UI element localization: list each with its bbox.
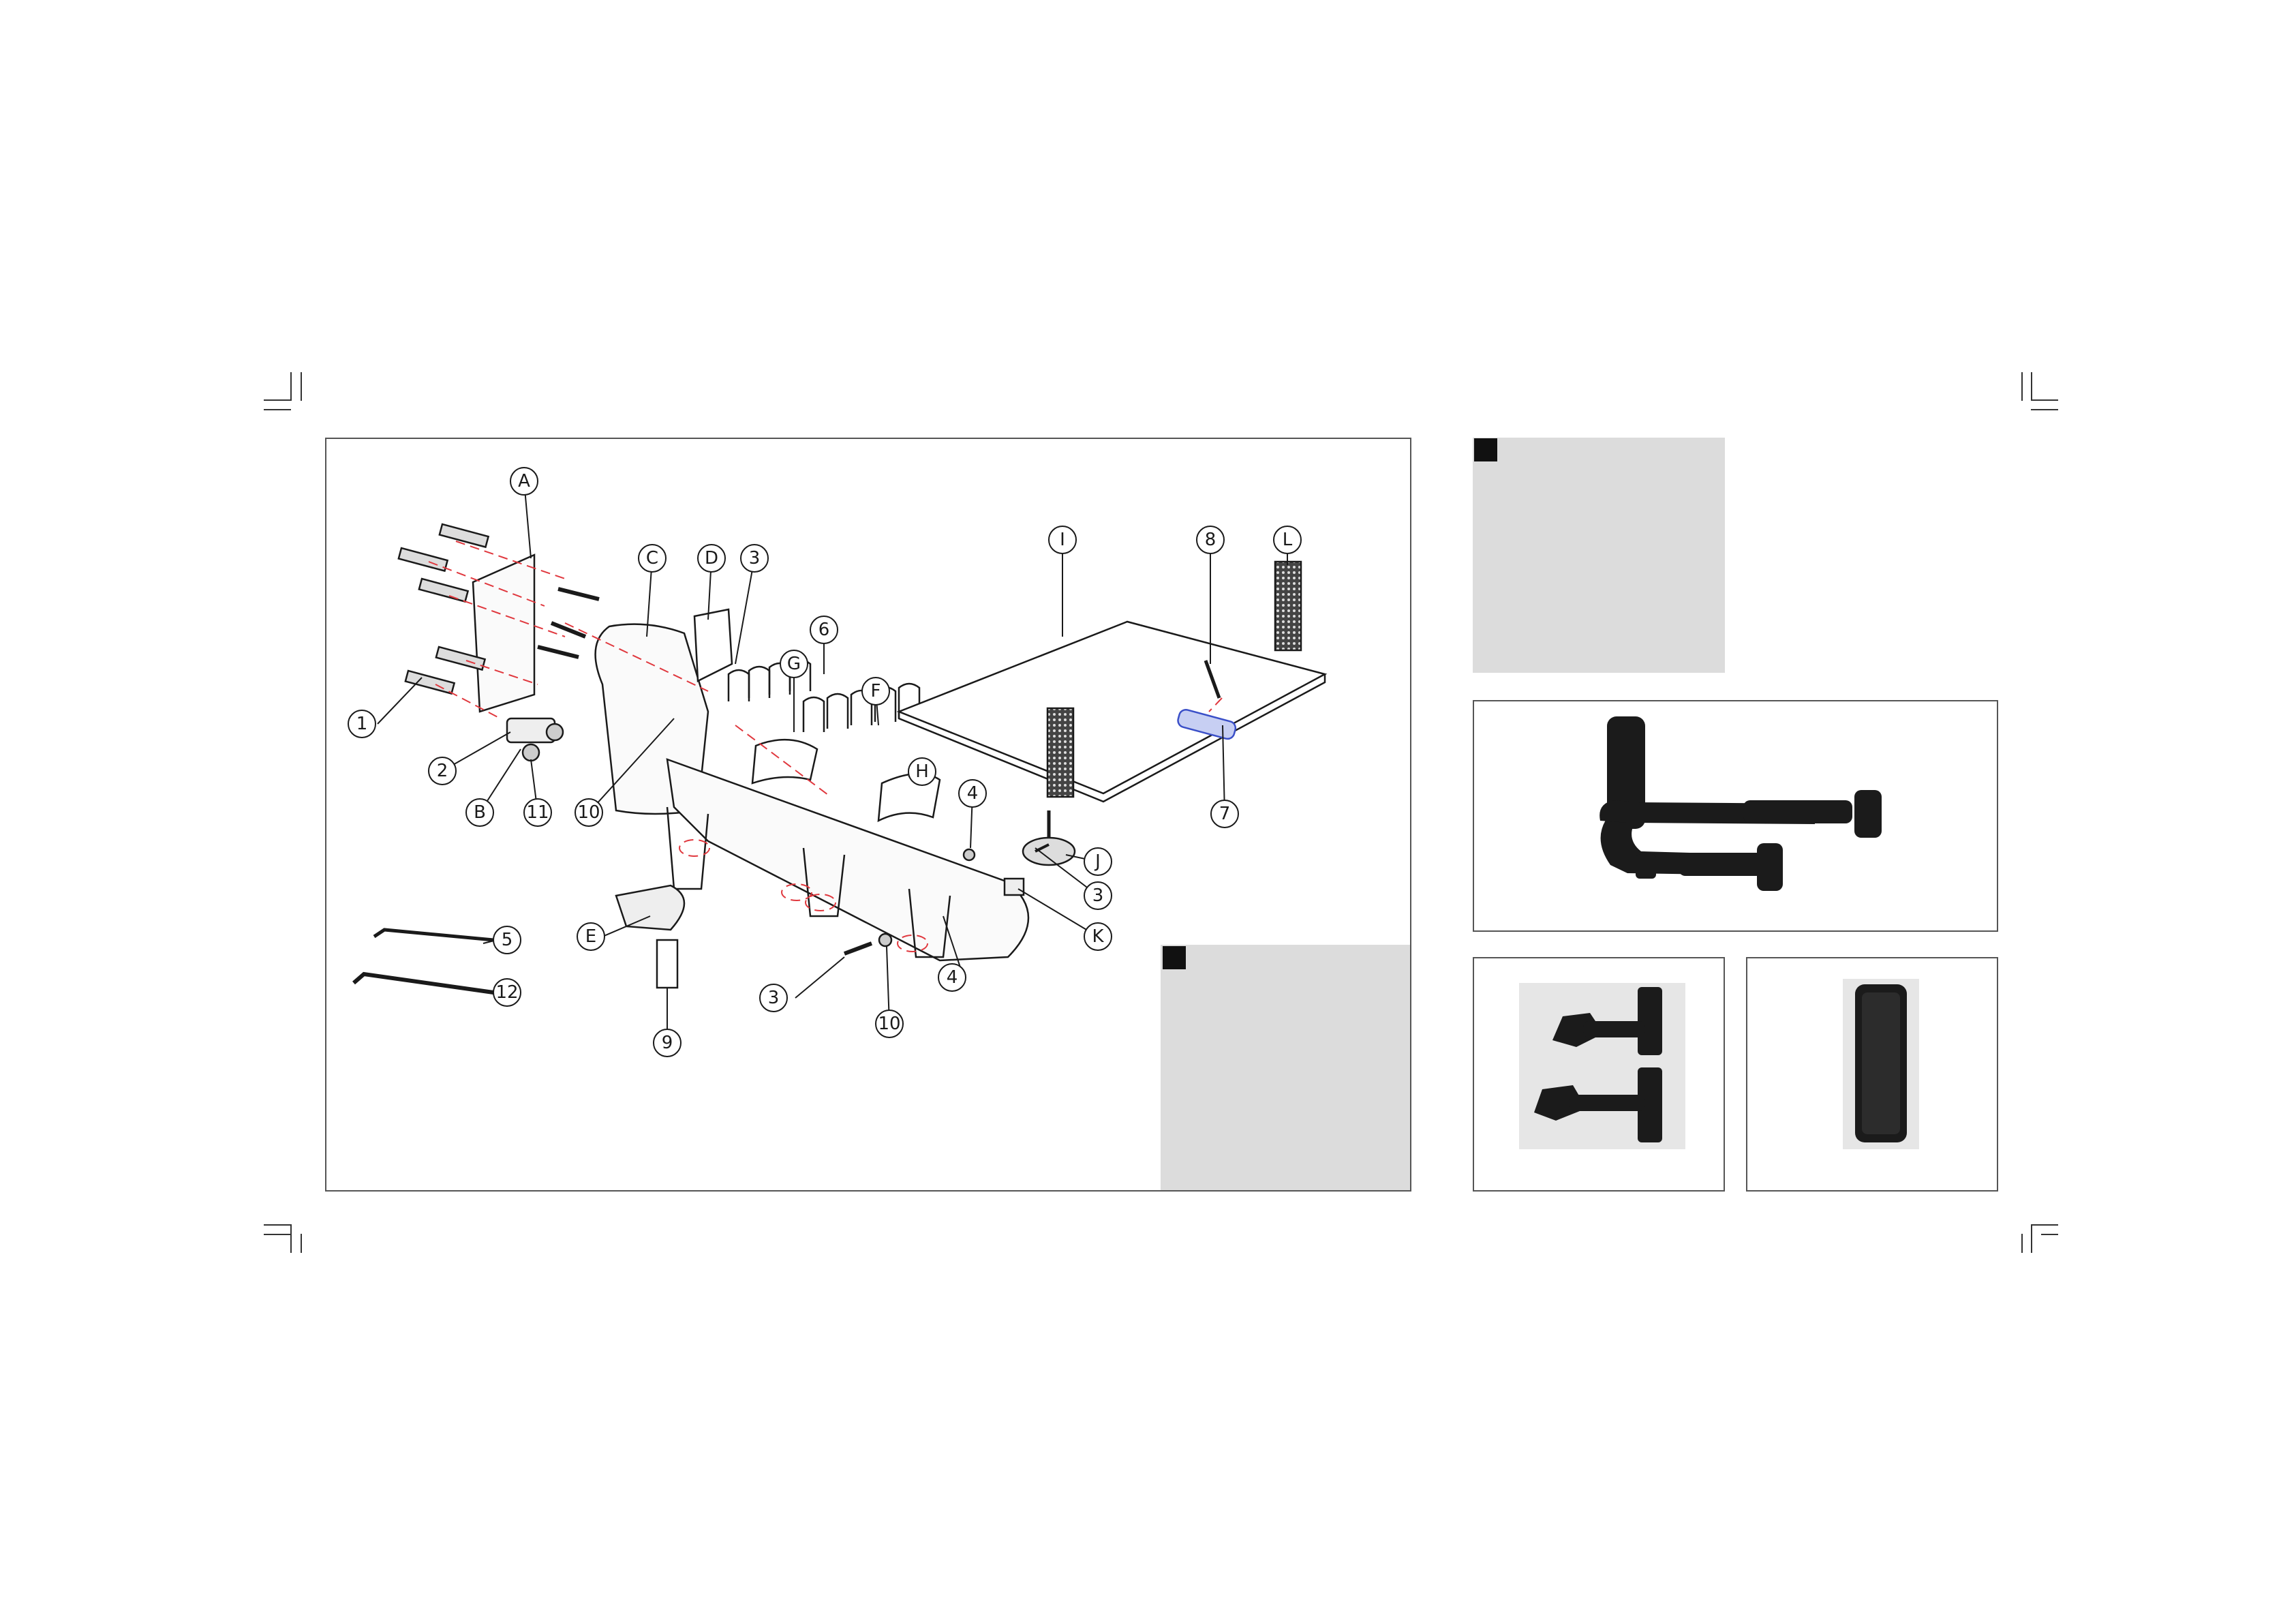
crop-mark-icon <box>301 372 302 401</box>
screw <box>558 589 599 599</box>
crop-mark-icon <box>264 399 291 401</box>
callout-L: L <box>1283 530 1293 550</box>
crop-mark-icon <box>2021 372 2023 401</box>
callout-3-top: 3 <box>749 548 761 568</box>
callout-K: K <box>1092 926 1104 947</box>
shelf-top <box>899 622 1325 793</box>
product-photo-hanger-frame <box>1473 700 1998 932</box>
cover-g <box>752 740 817 783</box>
crop-mark-icon <box>264 1234 291 1235</box>
foot-piece <box>616 885 684 930</box>
cover-plate <box>694 609 732 681</box>
crop-mark-icon <box>2021 1234 2023 1253</box>
nut <box>964 849 975 860</box>
crop-mark-icon <box>290 1224 292 1253</box>
callout-3-mid: 3 <box>1092 885 1104 906</box>
callout-7: 7 <box>1219 804 1231 824</box>
callout-1: 1 <box>356 714 368 734</box>
callout-J: J <box>1094 851 1101 872</box>
callout-I: I <box>1060 530 1065 550</box>
crop-mark-icon <box>301 1234 302 1253</box>
cushion-strip <box>1047 708 1073 797</box>
callout-12: 12 <box>495 982 518 1003</box>
adjuster-knob <box>1023 838 1075 865</box>
callout-4-top: 4 <box>967 783 979 804</box>
exploded-diagram-frame: A C D 3 I 8 L 6 G F H 1 2 B 11 10 4 J 3 … <box>325 438 1411 1192</box>
wall-anchor <box>405 671 455 694</box>
callout-6: 6 <box>818 620 830 640</box>
callout-C: C <box>646 548 658 568</box>
bracket-nut <box>547 724 563 740</box>
cushion-tube-image <box>1747 958 1997 1190</box>
callout-H: H <box>915 761 929 782</box>
callout-2: 2 <box>437 761 448 781</box>
wall-plate <box>473 555 534 712</box>
crop-mark-icon <box>264 409 291 410</box>
bracket-nut <box>523 744 539 761</box>
spring-pack-right <box>803 684 919 732</box>
crop-mark-icon <box>2041 1234 2058 1235</box>
exploded-diagram: A C D 3 I 8 L 6 G F H 1 2 B 11 10 4 J 3 … <box>326 439 1410 1190</box>
crop-mark-icon <box>2031 372 2032 401</box>
screw <box>844 943 872 954</box>
crop-mark-icon <box>290 372 292 401</box>
clip-k <box>1005 879 1024 895</box>
cushion-strip <box>1275 562 1301 650</box>
callout-11: 11 <box>526 802 549 823</box>
hex-key-large <box>354 974 493 992</box>
crop-mark-icon <box>2031 1224 2058 1226</box>
callout-4-bottom: 4 <box>947 967 958 988</box>
callout-10-top: 10 <box>577 802 600 823</box>
crop-mark-icon <box>264 1224 291 1226</box>
black-square-icon <box>1474 438 1497 461</box>
description-panel-top <box>1473 438 1725 673</box>
product-photo-bracket-frame <box>1473 957 1725 1192</box>
crop-mark-icon <box>2031 409 2058 410</box>
callout-A: A <box>518 471 530 491</box>
wall-anchor <box>419 579 468 602</box>
callout-F: F <box>871 681 881 701</box>
callout-D: D <box>705 548 718 568</box>
callout-9: 9 <box>662 1033 673 1053</box>
screw <box>538 647 579 657</box>
callout-10-bottom: 10 <box>878 1014 900 1034</box>
guitar-hanger-image <box>1474 701 1997 930</box>
callout-3-bottom: 3 <box>768 988 780 1008</box>
wall-bracket-image <box>1474 958 1724 1190</box>
product-photo-tube-frame <box>1746 957 1998 1192</box>
crop-mark-icon <box>2031 1224 2032 1253</box>
callout-8: 8 <box>1205 530 1216 550</box>
washer <box>879 934 891 946</box>
callout-E: E <box>585 926 596 947</box>
wall-anchor <box>399 548 448 571</box>
hex-key-small <box>374 930 493 940</box>
label-plate <box>657 940 677 988</box>
callout-G: G <box>787 654 801 674</box>
callout-B: B <box>474 802 486 823</box>
crop-mark-icon <box>2031 399 2058 401</box>
callout-5: 5 <box>502 930 513 950</box>
